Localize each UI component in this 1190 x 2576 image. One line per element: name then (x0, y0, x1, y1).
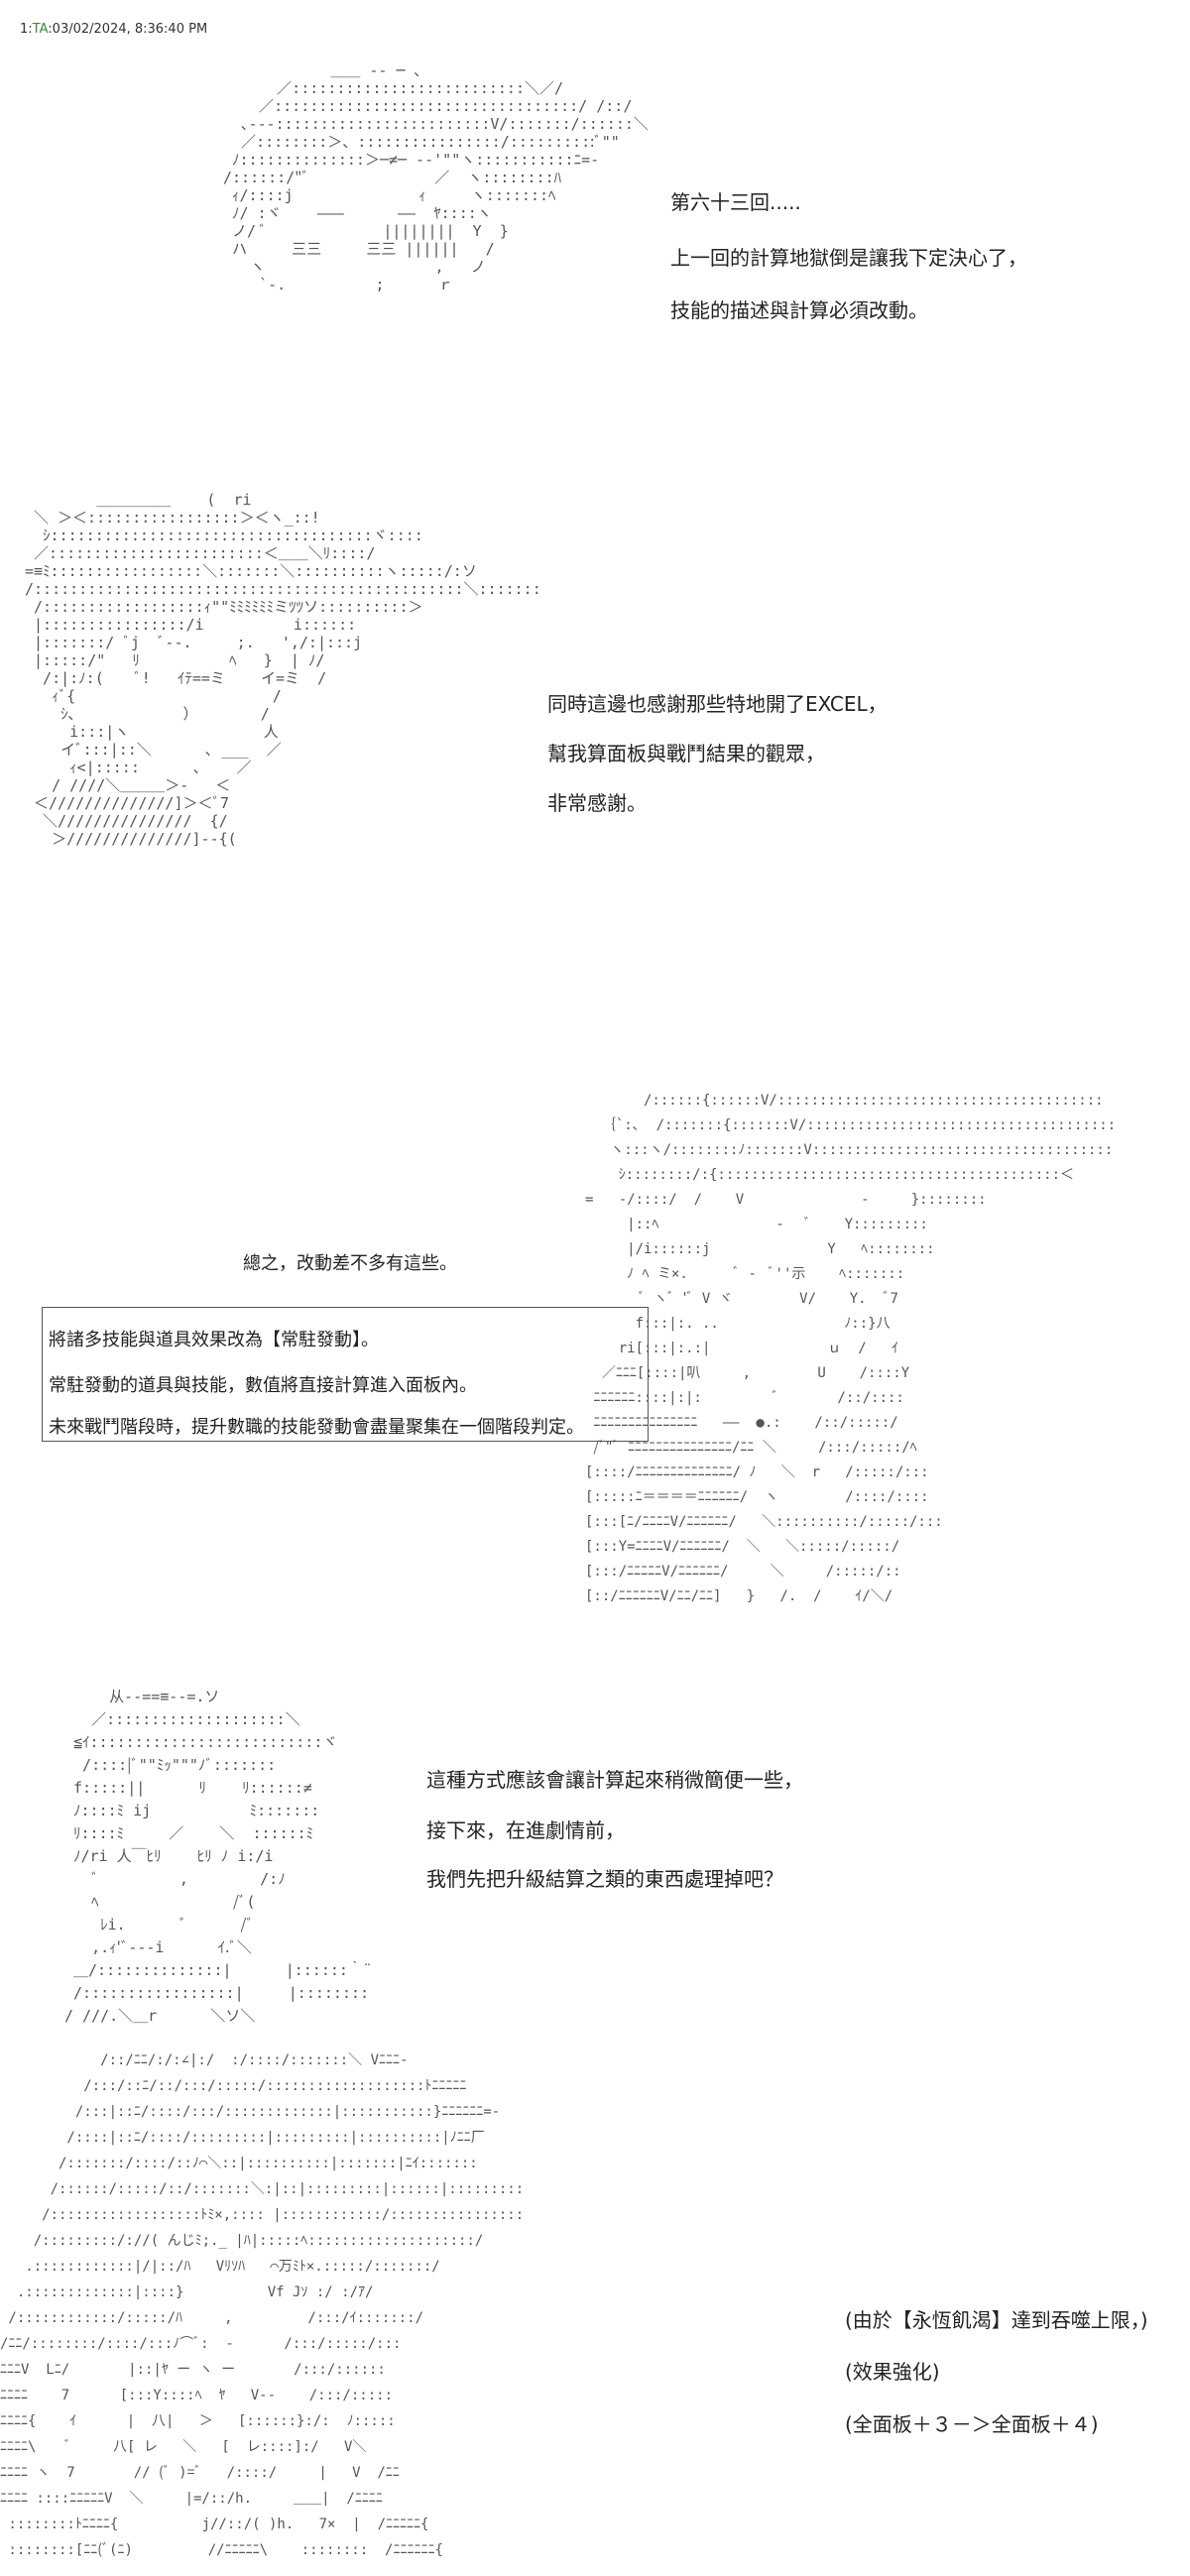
ascii-art-face-4: 从--==≡--=.ソ ／::::::::::::::::::::＼ ≦ｲ:::… (64, 1688, 372, 2025)
post-header: 1:TA:03/02/2024, 8:36:40 PM (20, 22, 208, 37)
narration-line: 接下來，在進劇情前， (426, 1818, 625, 1842)
post-timestamp: 03/02/2024, 8:36:40 PM (52, 22, 208, 37)
ascii-art-character-3: /::::::{::::::V/::::::::::::::::::::::::… (585, 1093, 1117, 1604)
narration-line: 幫我算面板與戰鬥結果的觀眾， (547, 742, 825, 765)
ascii-art-face-2: ＿＿＿＿＿ ( ri ＼ ＞＜:::::::::::::::::＞＜ヽ_::! … (25, 491, 541, 848)
change-item: 未來戰鬥階段時，提升數職的技能發動會盡量聚集在一個階段判定。 (49, 1417, 584, 1438)
narration-line: 技能的描述與計算必須改動。 (670, 298, 928, 322)
system-line: (效果強化) (845, 2360, 940, 2384)
post-author[interactable]: TA (32, 22, 49, 37)
system-line: (由於【永恆飢渴】達到吞噬上限，) (845, 2308, 1148, 2332)
narration-line: 上一回的計算地獄倒是讓我下定決心了， (670, 246, 1027, 270)
ascii-art-face-1: ＿＿ -- ─ ､ ／::::::::::::::::::::::::::＼／/… (223, 61, 649, 293)
ascii-art-character-5: /::/ﾆﾆ/:/:∠|:/ :/::::/:::::::＼ Vﾆﾆﾆ- /::… (0, 2052, 525, 2558)
system-line: (全面板＋３－＞全面板＋４) (845, 2412, 1099, 2436)
summary-line: 總之，改動差不多有這些。 (243, 1253, 457, 1274)
narration-line: 第六十三回..... (670, 190, 801, 214)
narration-line: 我們先把升級結算之類的東西處理掉吧？ (426, 1867, 783, 1891)
narration-line: 這種方式應該會讓計算起來稍微簡便一些， (426, 1768, 803, 1792)
post-index: 1 (20, 22, 29, 37)
change-item: 常駐發動的道具與技能，數值將直接計算進入面板內。 (49, 1375, 477, 1396)
narration-line: 同時這邊也感謝那些特地開了EXCEL， (547, 692, 888, 716)
changes-box: 將諸多技能與道具效果改為【常駐發動】。 常駐發動的道具與技能，數值將直接計算進入… (42, 1307, 649, 1442)
change-item: 將諸多技能與道具效果改為【常駐發動】。 (49, 1330, 379, 1350)
narration-line: 非常感謝。 (547, 791, 647, 815)
